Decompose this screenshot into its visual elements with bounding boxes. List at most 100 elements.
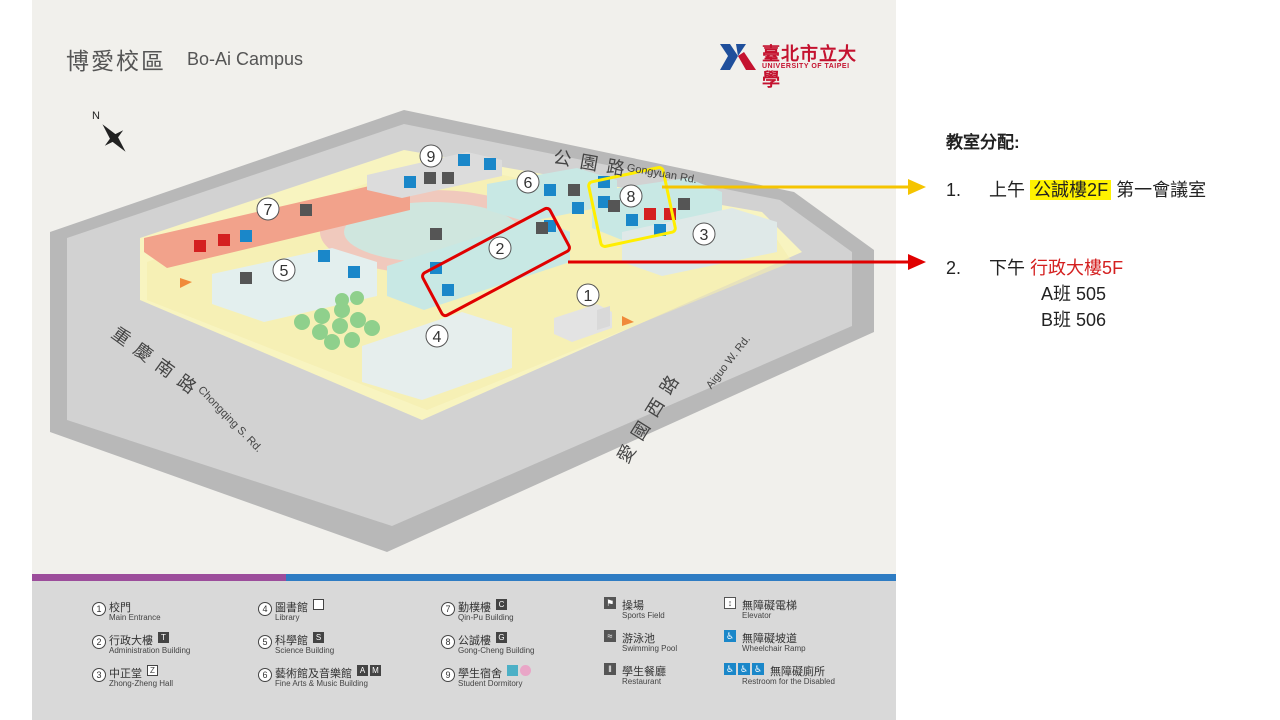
marker-3: 3 [692,222,716,246]
legend-en: Library [275,613,300,622]
notes-heading: 教室分配: [946,133,1020,152]
legend-en: Science Building [275,646,335,655]
legend-en: Administration Building [109,646,191,655]
trees [294,291,380,350]
marker-2-label: 2 [496,241,505,258]
legend-zh: 操場 [622,600,644,612]
logo-name-zh: 臺北市立大學 [762,44,857,91]
legend-zh: 學生餐廳 [622,666,666,678]
accessible-restroom-icon-3: ♿ [752,663,764,675]
highlight-building-8 [587,166,677,248]
legend-en: Qin-Pu Building [458,613,514,622]
legend-en: Fine Arts & Music Building [275,679,368,688]
legend-code-icon: M [370,665,381,676]
marker-8: 8 [619,184,643,208]
campus-map: 1 2 3 4 5 6 7 8 9 [50,110,874,552]
legend-num: 3 [92,668,106,682]
note-1-time: 上午 [989,180,1026,200]
note-2-building: 行政大樓5F [1030,258,1124,278]
highlight-building-2 [421,206,571,318]
marker-9-label: 9 [427,149,436,166]
note-item-2: 2. 下午 行政大樓5F [946,254,1123,280]
legend-zh: 中正堂 [109,668,142,680]
legend-num: 2 [92,635,106,649]
marker-1: 1 [576,283,600,307]
note-2-num: 2. [946,258,962,278]
legend-zh-wrap: 科學館 S [275,632,324,648]
note-2-class-b: B班 506 [1041,310,1107,330]
note-1-building: 公誠樓2F [1030,180,1112,200]
legend-en: Student Dormitory [458,679,523,688]
marker-3-label: 3 [700,227,709,244]
note-1-num: 1. [946,180,962,200]
marker-4-label: 4 [433,329,442,346]
legend-zh: 學生宿舍 [458,668,502,680]
legend-en: Restaurant [622,677,662,686]
swimming-pool-icon: ≈ [604,630,616,642]
legend-zh-wrap: 公誠樓 G [458,632,507,648]
legend-zh: 無障礙廁所 [770,666,825,678]
legend-num: 6 [258,668,272,682]
legend-en: Swimming Pool [622,644,678,653]
marker-9: 9 [419,144,443,168]
marker-4: 4 [425,324,449,348]
note-1-room: 第一會議室 [1116,180,1207,200]
compass-icon [102,124,126,152]
legend-zh: 校門 [109,602,131,614]
logo-mark-icon [720,44,756,70]
note-item-1: 1. 上午 公誠樓2F 第一會議室 [946,176,1206,202]
legend-en: Restroom for the Disabled [742,677,835,686]
university-logo: 臺北市立大學 UNIVERSITY OF TAIPEI [718,38,868,91]
marker-7-label: 7 [264,202,273,219]
marker-6: 6 [516,170,540,194]
book-icon [313,599,324,610]
legend-zh: 藝術館及音樂館 [275,668,352,680]
legend-en: Main Entrance [109,613,161,622]
sports-field-icon: ⚑ [604,597,616,609]
legend-zh-wrap: 圖書館 [275,599,324,615]
legend-zh: 公誠樓 [458,635,491,647]
legend-en: Zhong-Zheng Hall [109,679,174,688]
marker-5: 5 [272,258,296,282]
legend-zh-wrap: 行政大樓 T [109,632,169,648]
legend-en: Wheelchair Ramp [742,644,806,653]
elevator-icon: ↕ [724,597,736,609]
legend-num: 4 [258,602,272,616]
compass-label: N [92,110,100,122]
building-7 [144,182,410,268]
legend-code-icon: G [496,632,507,643]
building-4 [362,312,512,400]
legend-zh: 科學館 [275,635,308,647]
elevator-icons [240,172,690,284]
marker-1-label: 1 [584,288,593,305]
building-5 [212,248,377,322]
restaurant-icon: ‖ [604,663,616,675]
map-title-en: Bo-Ai Campus [187,49,304,69]
legend-zh: 行政大樓 [109,635,153,647]
male-dorm-icon [507,665,518,676]
legend-code-icon: T [158,632,169,643]
accessible-restroom-icon-2: ♿ [738,663,750,675]
legend-zh-wrap: 學生宿舍 [458,665,531,681]
legend-code-icon: S [313,632,324,643]
marker-6-label: 6 [524,175,533,192]
female-dorm-icon [520,665,531,676]
building-number-markers: 1 2 3 4 5 6 7 8 9 [256,144,716,348]
marker-7: 7 [256,197,280,221]
legend-code-icon: C [496,599,507,610]
note-2-class-a: A班 505 [1041,284,1107,304]
entrance-marker-2 [180,278,192,288]
stripe-purple [32,574,286,581]
legend-num: 9 [441,668,455,682]
marker-8-label: 8 [627,189,636,206]
legend-zh: 勤樸樓 [458,602,491,614]
legend-num: 8 [441,635,455,649]
legend-num: 5 [258,635,272,649]
legend-zh: 圖書館 [275,602,308,614]
legend-zh: 無障礙坡道 [742,633,797,645]
legend-en: Sports Field [622,611,665,620]
legend-zh: 無障礙電梯 [742,600,797,612]
